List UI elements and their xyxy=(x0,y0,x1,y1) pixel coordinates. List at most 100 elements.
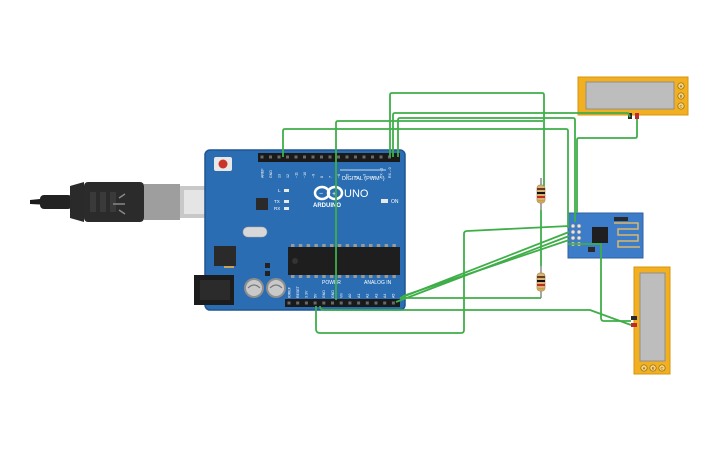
wire-1 xyxy=(282,128,569,228)
esp-pin[interactable] xyxy=(570,229,576,235)
chip-leg xyxy=(306,244,311,247)
esp-pin[interactable] xyxy=(576,229,582,235)
sensor-pin[interactable] xyxy=(677,92,685,100)
capacitor-1 xyxy=(244,278,264,298)
chip-leg xyxy=(376,275,381,278)
header-pin[interactable] xyxy=(383,301,387,305)
arduino-logo-icon: − + xyxy=(313,185,344,201)
resistor-2[interactable] xyxy=(536,266,546,298)
pin-label: 13 xyxy=(277,174,281,178)
digital-label: DIGITAL (PWM~) xyxy=(342,176,385,182)
header-pin[interactable] xyxy=(269,155,272,159)
header-pin[interactable] xyxy=(379,155,383,159)
chip-leg xyxy=(291,275,295,278)
resistor-1[interactable] xyxy=(536,178,546,210)
header-pin[interactable] xyxy=(287,301,291,305)
pin-label: ~9 xyxy=(311,174,315,178)
chip-leg xyxy=(314,244,318,247)
pin-label: GND xyxy=(269,170,273,178)
esp-chip xyxy=(592,227,608,243)
sensor-right-pin-top[interactable] xyxy=(631,316,637,320)
pin-label: AREF xyxy=(260,168,264,178)
wire-10 xyxy=(315,225,570,334)
sensor-pin-label: C xyxy=(661,367,664,371)
esp-pin[interactable] xyxy=(570,223,576,229)
chip-leg xyxy=(330,275,334,278)
pin-label: GND xyxy=(322,290,326,298)
header-pin[interactable] xyxy=(296,301,300,305)
header-pin[interactable] xyxy=(328,155,332,159)
power-led xyxy=(381,199,388,203)
pin-label: 3.3V xyxy=(305,290,309,298)
sensor-top-pin-right[interactable] xyxy=(635,113,639,119)
wires[interactable] xyxy=(282,92,638,334)
header-pin[interactable] xyxy=(277,155,281,159)
pin-label: TX→1 xyxy=(379,168,383,178)
header-pin[interactable] xyxy=(322,301,326,305)
header-pin[interactable] xyxy=(304,301,308,305)
header-pin[interactable] xyxy=(286,155,289,159)
pin-label: 12 xyxy=(286,174,290,178)
sensor-pin[interactable] xyxy=(677,82,685,90)
chip-leg xyxy=(392,244,396,247)
pin-label: ~11 xyxy=(294,172,298,178)
wire-4 xyxy=(397,117,576,222)
header-pin[interactable] xyxy=(313,301,317,305)
model-label: UNO xyxy=(344,188,369,200)
header-pin[interactable] xyxy=(365,301,369,305)
sensor-pin-label: C xyxy=(680,105,683,109)
svg-text:+: + xyxy=(332,191,336,198)
esp-pin[interactable] xyxy=(576,235,582,241)
sensor-pin[interactable] xyxy=(649,364,657,372)
wire-3 xyxy=(392,112,631,157)
chip-leg xyxy=(384,244,389,247)
header-pin[interactable] xyxy=(374,301,378,305)
sensor-pin-label: A xyxy=(680,85,683,89)
pin-label: 4 xyxy=(354,176,358,178)
atmega-chip xyxy=(288,247,400,275)
header-pin[interactable] xyxy=(354,155,357,159)
chip-leg xyxy=(369,275,373,278)
sensor-pin[interactable] xyxy=(640,364,648,372)
header-pin[interactable] xyxy=(371,155,374,159)
header-pin[interactable] xyxy=(337,155,340,159)
sensor-right-pin-bottom[interactable] xyxy=(631,323,637,327)
sensor-pin-label: B xyxy=(652,367,655,371)
pin-label: 2 xyxy=(371,176,375,178)
header-pin[interactable] xyxy=(391,301,395,305)
header-pin[interactable] xyxy=(348,301,352,305)
sensor-pin[interactable] xyxy=(677,102,685,110)
power-label: POWER xyxy=(322,280,341,286)
capacitor-2 xyxy=(266,278,286,298)
pin-label: ~3 xyxy=(362,174,366,178)
header-pin[interactable] xyxy=(311,155,315,159)
header-pin[interactable] xyxy=(345,155,349,159)
header-pin[interactable] xyxy=(339,301,343,305)
header-pin[interactable] xyxy=(357,301,361,305)
esp-pin[interactable] xyxy=(576,223,582,229)
wire-2 xyxy=(389,92,545,186)
header-pin[interactable] xyxy=(294,155,298,159)
chip-leg xyxy=(337,275,342,278)
esp-antenna-icon xyxy=(614,222,640,248)
sensor-pin[interactable] xyxy=(658,364,666,372)
analog-label: ANALOG IN xyxy=(364,280,392,286)
pin-label: ~6 xyxy=(337,174,341,178)
chip-leg xyxy=(392,275,396,278)
pin-label: A4 xyxy=(383,294,387,298)
voltage-regulator xyxy=(214,246,236,266)
svg-text:−: − xyxy=(319,191,323,198)
header-pin[interactable] xyxy=(303,155,306,159)
pin-label: 5V xyxy=(313,293,317,298)
header-pin[interactable] xyxy=(320,155,323,159)
header-pin[interactable] xyxy=(260,155,264,159)
pin-label: A2 xyxy=(366,294,370,298)
header-pin[interactable] xyxy=(331,301,334,305)
pin-label: ~5 xyxy=(345,174,349,178)
esp8266-module[interactable] xyxy=(567,212,644,259)
esp-pin[interactable] xyxy=(570,235,576,241)
header-pin[interactable] xyxy=(362,155,366,159)
